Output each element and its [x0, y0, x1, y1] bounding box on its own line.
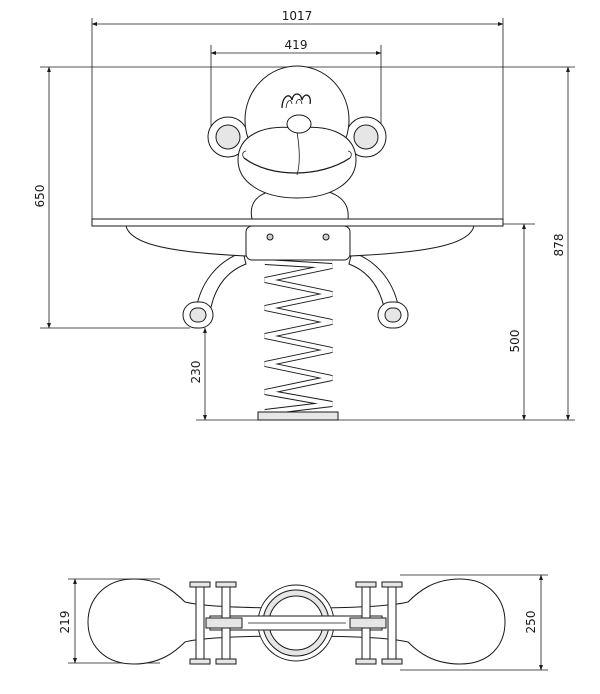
- top-view: 219 250: [58, 574, 548, 671]
- handle-right: [348, 251, 409, 329]
- dim-footrest-height: 230: [189, 361, 203, 384]
- front-view: 1017 419 650 878 500 230: [33, 9, 575, 421]
- handle-bars-left-top: [189, 581, 243, 665]
- dim-seat-height: 650: [33, 185, 47, 208]
- monkey-ear-right: [345, 116, 387, 158]
- handle-bars-right-top: [349, 581, 403, 665]
- dim-left-depth: 219: [58, 611, 72, 634]
- monkey-ear-left: [207, 116, 249, 158]
- bolt-left-icon: [266, 233, 274, 241]
- dim-pivot-height: 500: [508, 330, 522, 353]
- monkey-muzzle: [237, 126, 357, 199]
- dim-total-height: 878: [552, 234, 566, 257]
- monkey-nose: [286, 114, 312, 134]
- bolt-right-icon: [322, 233, 330, 241]
- monkey-hair-icon: [281, 93, 311, 109]
- dim-overall-width: 1017: [282, 9, 313, 23]
- center-bracket: [245, 225, 351, 261]
- spring: [257, 259, 339, 421]
- seat-board: [91, 218, 504, 227]
- monkey-smile: [243, 157, 351, 174]
- dim-head-width: 419: [285, 38, 308, 52]
- handle-left: [182, 251, 247, 329]
- dim-right-depth: 250: [524, 611, 538, 634]
